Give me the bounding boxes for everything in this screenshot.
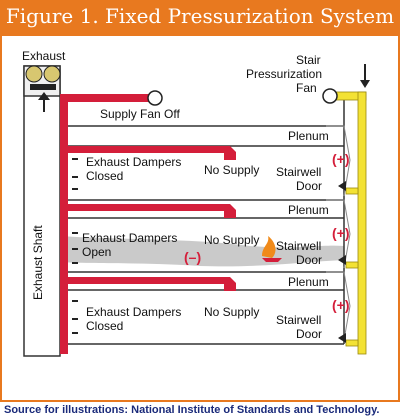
dampers-label-3a: Exhaust Dampers xyxy=(86,305,181,319)
stair-fan-label-1: Stair xyxy=(296,53,321,67)
intake-arrow-icon xyxy=(360,64,370,88)
plenum-label-1: Plenum xyxy=(288,129,329,143)
stairwell-label-2b: Door xyxy=(296,253,322,267)
exhaust-shaft-label: Exhaust Shaft xyxy=(31,225,45,300)
plenum-label-3: Plenum xyxy=(288,275,329,289)
dampers-label-2b: Open xyxy=(82,245,111,259)
stair-fan-icon xyxy=(322,88,338,104)
stairwell-outlines xyxy=(326,125,351,341)
no-supply-label-3: No Supply xyxy=(204,305,259,319)
stairwell-label-1b: Door xyxy=(296,179,322,193)
supply-duct xyxy=(60,94,236,354)
pressure-sign-3: (+) xyxy=(332,297,350,313)
no-supply-label-2: No Supply xyxy=(204,233,259,247)
dampers-label-3b: Closed xyxy=(86,319,123,333)
pressure-sign-2: (+) xyxy=(332,225,350,241)
fire-floor-pressure-sign: (–) xyxy=(184,249,201,265)
smoke-plume xyxy=(24,94,344,300)
stair-fan-label-3: Fan xyxy=(296,81,317,95)
plenum-label-2: Plenum xyxy=(288,203,329,217)
no-supply-label-1: No Supply xyxy=(204,163,259,177)
stairwell-label-3a: Stairwell xyxy=(276,313,321,327)
figure-title: Figure 1. Fixed Pressurization System xyxy=(5,4,395,28)
exhaust-shaft xyxy=(23,65,61,357)
dampers-label-1b: Closed xyxy=(86,169,123,183)
supply-fan-icon xyxy=(147,90,163,106)
stairwell-label-2a: Stairwell xyxy=(276,239,321,253)
dampers-label-2a: Exhaust Dampers xyxy=(82,231,177,245)
exhaust-fan-icon xyxy=(25,65,61,112)
exhaust-label: Exhaust xyxy=(22,49,66,63)
stair-duct xyxy=(331,91,367,355)
figure-header xyxy=(0,0,400,36)
supply-fan-off-label: Supply Fan Off xyxy=(100,107,180,121)
pressure-sign-1: (+) xyxy=(332,151,350,167)
stairwell-label-1a: Stairwell xyxy=(276,165,321,179)
fire-icon xyxy=(262,236,282,262)
dampers-label-1a: Exhaust Dampers xyxy=(86,155,181,169)
figure-frame xyxy=(0,0,400,402)
stair-fan-label-2: Pressurization xyxy=(246,67,322,81)
source-credit: Source for illustrations: National Insti… xyxy=(4,404,380,416)
stair-door-arrows xyxy=(338,181,346,343)
exhaust-dampers xyxy=(72,158,78,334)
stairwell-label-3b: Door xyxy=(296,327,322,341)
